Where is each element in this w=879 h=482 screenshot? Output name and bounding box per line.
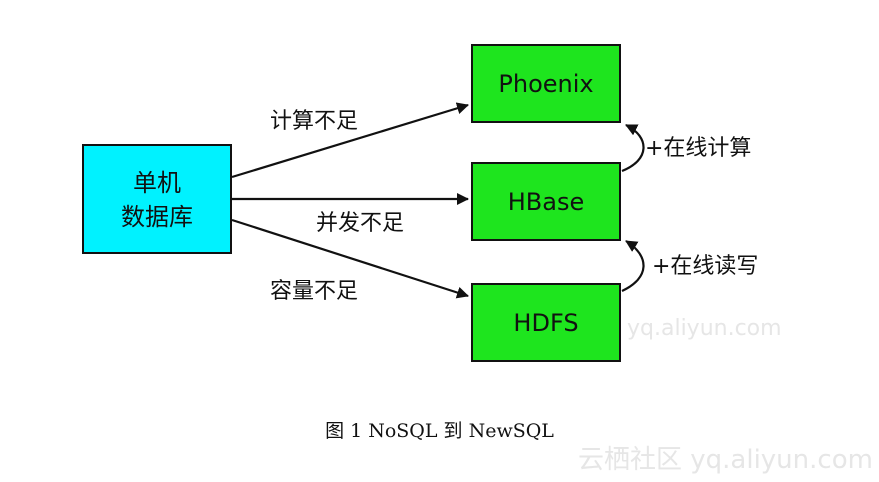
source-node-label-line1: 单机: [133, 169, 181, 197]
edge-label-online-read-write: +在线读写: [652, 254, 758, 279]
edge-label-online-compute: +在线计算: [645, 136, 751, 161]
edge-hdfs-to-hbase: [621, 240, 645, 292]
corner-watermark: 云栖社区 yq.aliyun.com: [578, 445, 873, 475]
edge-label-concurrency-insufficient: 并发不足: [316, 211, 404, 236]
edge-hbase-to-phoenix: [621, 124, 645, 173]
hbase-node-label: HBase: [508, 188, 585, 216]
source-node: [82, 144, 232, 254]
hdfs-node: [471, 283, 621, 362]
edge-label-capacity-insufficient: 容量不足: [270, 279, 358, 304]
phoenix-node-label: Phoenix: [498, 70, 593, 98]
hdfs-node-label: HDFS: [513, 309, 578, 337]
edge-to-phoenix: [231, 102, 469, 179]
hbase-node: [471, 162, 621, 241]
edge-to-hdfs: [231, 218, 469, 299]
phoenix-node: [471, 44, 621, 123]
figure-caption: 图 1 NoSQL 到 NewSQL: [325, 420, 554, 442]
source-node-label-line2: 数据库: [121, 203, 193, 231]
edge-label-compute-insufficient: 计算不足: [270, 109, 358, 134]
